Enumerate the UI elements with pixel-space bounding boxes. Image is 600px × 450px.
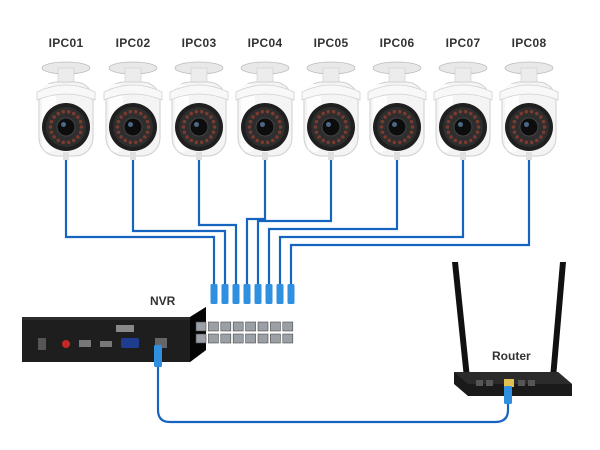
camera-plug: [243, 284, 251, 304]
router-port-lan2: [486, 380, 493, 386]
nvr-port: [257, 333, 269, 344]
camera-label-ipc08: IPC08: [511, 36, 547, 50]
router-port-lan3: [518, 380, 525, 386]
ip-camera: [433, 61, 493, 160]
router-antenna-right: [550, 262, 566, 378]
camera-plug: [232, 284, 240, 304]
router-antenna-left: [452, 262, 470, 378]
ip-camera: [36, 61, 96, 160]
camera-label-ipc06: IPC06: [379, 36, 415, 50]
camera-label-ipc07: IPC07: [445, 36, 481, 50]
router-port-wan: [504, 379, 514, 387]
camera-plug: [276, 284, 284, 304]
camera-cable: [256, 160, 333, 290]
nvr-port: [232, 333, 244, 344]
camera-cable: [197, 160, 238, 290]
ip-camera: [301, 61, 361, 160]
nvr-port: [245, 321, 256, 332]
nvr-label: NVR: [150, 294, 176, 308]
hdmi-port-2: [100, 341, 112, 347]
camera-cable: [278, 160, 465, 290]
router-lan-plug: [504, 386, 512, 404]
nvr-router-cable: [156, 350, 510, 424]
ip-camera: [499, 61, 559, 160]
power-port: [38, 338, 46, 350]
nvr-port: [245, 333, 256, 344]
ip-camera: [103, 61, 163, 160]
camera-cable: [64, 160, 216, 290]
camera-plug: [210, 284, 218, 304]
camera-label-ipc04: IPC04: [247, 36, 283, 50]
nvr-port: [208, 321, 219, 332]
router-device: [452, 262, 572, 396]
camera-plug: [254, 284, 262, 304]
camera-cable: [267, 160, 399, 290]
camera-label-ipc02: IPC02: [115, 36, 151, 50]
nvr-port: [257, 321, 269, 332]
router-label: Router: [492, 349, 531, 363]
nvr-port: [195, 333, 207, 344]
ip-camera: [367, 61, 427, 160]
nvr-port: [195, 321, 207, 332]
camera-cable: [245, 160, 267, 290]
nvr-lan-plug: [154, 345, 162, 367]
nvr-plugs: [210, 284, 295, 304]
hdmi-port: [116, 325, 134, 332]
nvr-port: [270, 321, 281, 332]
lan-port: [155, 338, 167, 348]
poe-ports: [195, 321, 294, 344]
camera-label-ipc01: IPC01: [48, 36, 84, 50]
camera-plug: [221, 284, 229, 304]
nvr-port: [270, 333, 281, 344]
usb-port: [79, 340, 91, 347]
camera-cable: [289, 160, 531, 290]
reset-button: [62, 340, 70, 348]
nvr-port: [220, 333, 232, 344]
camera-plug: [287, 284, 295, 304]
nvr-port: [282, 333, 294, 344]
nvr-port: [232, 321, 244, 332]
camera-label-ipc03: IPC03: [181, 36, 217, 50]
router-port-lan4: [528, 380, 535, 386]
ip-camera: [235, 61, 295, 160]
camera-cable: [131, 160, 227, 290]
nvr-port: [282, 321, 294, 332]
camera-group: [36, 61, 559, 160]
router-port-lan1: [476, 380, 483, 386]
camera-cables: [64, 160, 531, 290]
ip-camera: [169, 61, 229, 160]
nvr-port: [220, 321, 232, 332]
camera-label-ipc05: IPC05: [313, 36, 349, 50]
nvr-port: [208, 333, 219, 344]
camera-plug: [265, 284, 273, 304]
vga-port: [121, 338, 139, 348]
